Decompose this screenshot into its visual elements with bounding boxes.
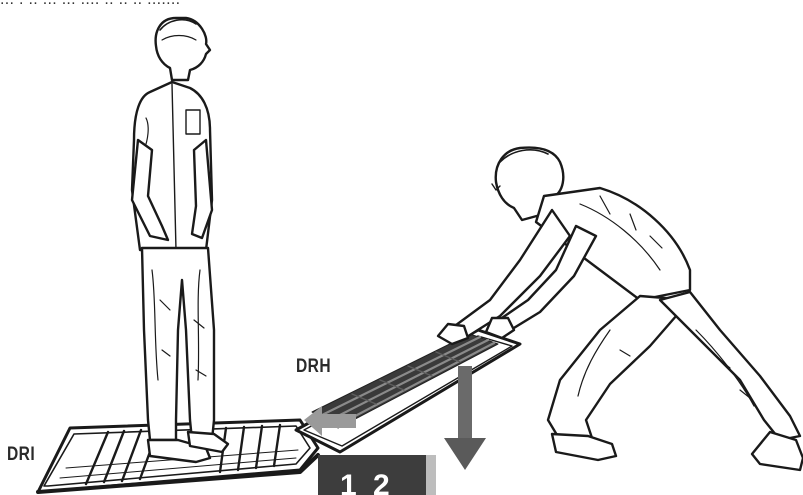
step-number-badge: 1 2 — [318, 455, 436, 495]
ramp-panel — [296, 330, 520, 452]
step-badge-highlight — [426, 455, 436, 495]
label-dri: DRI — [7, 444, 35, 466]
step-number: 1 2 — [340, 471, 394, 495]
pushing-person-icon — [438, 148, 803, 470]
label-drh: DRH — [296, 356, 331, 378]
standing-person-icon — [132, 18, 228, 462]
